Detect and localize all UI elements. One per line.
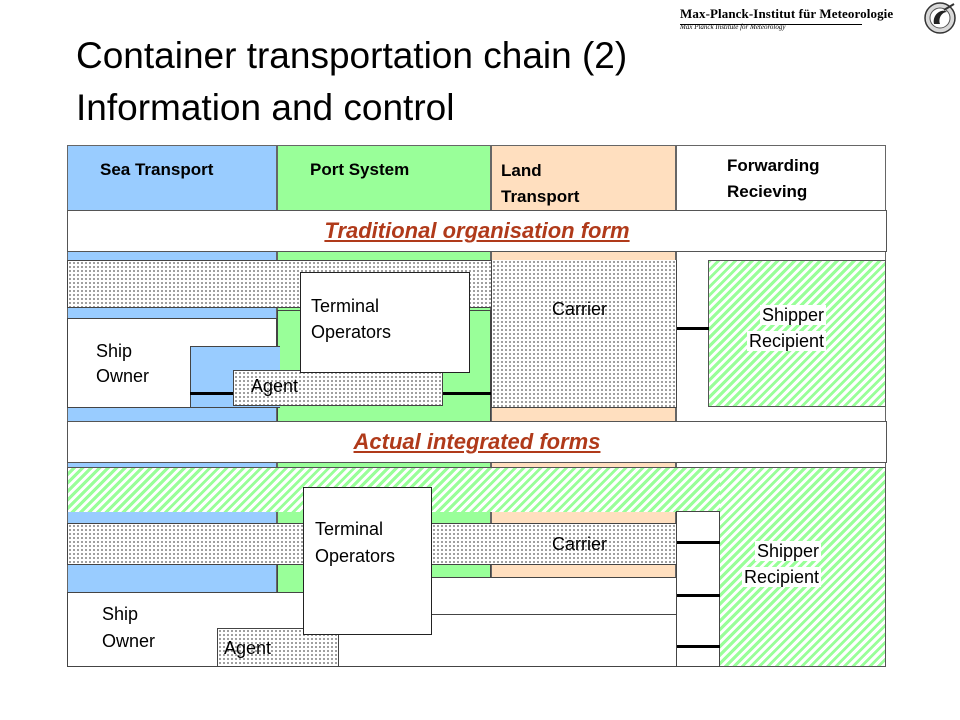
integrated-connector-1 xyxy=(677,541,720,544)
integrated-ship-owner-line1: Ship xyxy=(102,604,139,624)
logo-divider xyxy=(680,24,862,25)
integrated-terminal-label: Terminal Operators xyxy=(315,516,395,570)
column-header-forwarding-line2: Recieving xyxy=(727,182,808,201)
traditional-shipper-line2: Recipient xyxy=(747,328,827,354)
traditional-ship-agent-connector xyxy=(190,392,233,395)
institute-emblem-icon xyxy=(924,2,956,34)
traditional-shipper-label: Shipper Recipient xyxy=(747,302,827,354)
integrated-forwarding-strip xyxy=(676,511,720,667)
integrated-shipper-line2-text: Recipient xyxy=(742,567,822,587)
traditional-agent-label: Agent xyxy=(251,376,299,396)
traditional-ship-owner-line2: Owner xyxy=(96,366,150,386)
column-header-forwarding: Forwarding Recieving xyxy=(727,153,820,205)
institute-logo-text: Max-Planck-Institut für Meteorologie Max… xyxy=(680,6,893,31)
title-line-2: Information and control xyxy=(76,87,455,128)
traditional-banner-text: Traditional organisation form xyxy=(324,218,630,243)
integrated-shipper-label: Shipper Recipient xyxy=(742,538,822,590)
column-header-sea: Sea Transport xyxy=(100,160,214,179)
logo-main-text: Max-Planck-Institut für Meteorologie xyxy=(680,6,894,21)
title-line-1: Container transportation chain (2) xyxy=(76,35,628,76)
traditional-terminal-line2: Operators xyxy=(311,322,392,342)
traditional-shipper-line2-text: Recipient xyxy=(747,331,827,351)
traditional-terminal-box xyxy=(300,272,470,373)
column-header-land: Land Transport xyxy=(501,158,579,210)
traditional-shipper-line1-text: Shipper xyxy=(760,305,827,325)
integrated-terminal-box xyxy=(303,487,432,635)
traditional-carrier-shipper-connector xyxy=(677,327,709,330)
column-header-port: Port System xyxy=(310,160,410,179)
integrated-inner-white-bar xyxy=(400,577,677,615)
integrated-connector-2 xyxy=(677,594,720,597)
page-title: Container transportation chain (2) Infor… xyxy=(76,30,627,134)
traditional-ship-owner-label: Ship Owner xyxy=(96,339,149,389)
column-header-land-line2: Transport xyxy=(501,187,580,206)
column-header-land-line1: Land xyxy=(501,161,542,180)
integrated-terminal-line1: Terminal xyxy=(315,519,384,539)
traditional-carrier-block xyxy=(491,260,677,408)
integrated-carrier-label: Carrier xyxy=(552,534,608,554)
integrated-shipper-line1: Shipper xyxy=(742,538,822,564)
traditional-terminal-line1: Terminal xyxy=(311,296,380,316)
traditional-ship-owner-line1: Ship xyxy=(96,341,133,361)
integrated-banner-text: Actual integrated forms xyxy=(353,429,601,454)
traditional-terminal-label: Terminal Operators xyxy=(311,293,391,345)
integrated-banner: Actual integrated forms xyxy=(67,421,887,463)
integrated-terminal-line2: Operators xyxy=(315,546,396,566)
logo-sub-text: Max Planck Institute for Meteorology xyxy=(680,23,786,31)
integrated-connector-3 xyxy=(677,645,720,648)
traditional-banner: Traditional organisation form xyxy=(67,210,887,252)
integrated-ship-owner-label: Ship Owner xyxy=(102,601,155,655)
traditional-carrier-label: Carrier xyxy=(552,299,608,319)
integrated-agent-label: Agent xyxy=(224,638,272,658)
column-header-forwarding-line1: Forwarding xyxy=(727,156,820,175)
integrated-ship-owner-line2: Owner xyxy=(102,631,156,651)
integrated-shipper-line2: Recipient xyxy=(742,564,822,590)
traditional-shipper-line1: Shipper xyxy=(747,302,827,328)
traditional-agent-port-connector xyxy=(443,392,491,395)
integrated-shipper-line1-text: Shipper xyxy=(755,541,822,561)
